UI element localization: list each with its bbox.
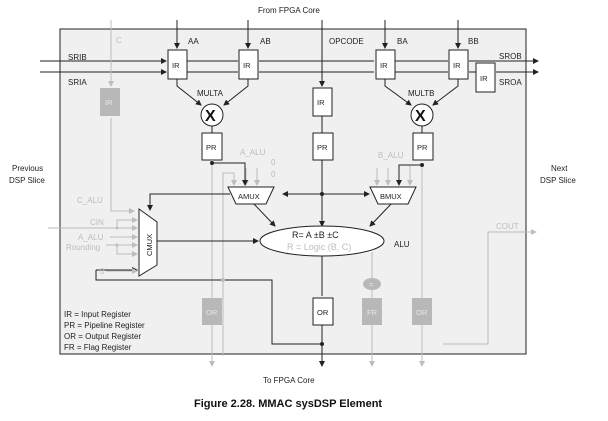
dsp-panel	[59, 28, 527, 355]
multa-pr-label: PR	[206, 143, 217, 152]
fr-label: FR	[367, 308, 378, 317]
a-or-label: OR	[206, 308, 218, 317]
a-output-register	[202, 298, 222, 325]
to-fpga-core-label: To FPGA Core	[263, 376, 315, 385]
opcode-pr-label: PR	[317, 143, 328, 152]
legend-fr: FR = Flag Register	[64, 343, 132, 352]
b-alu-label: B_ALU	[378, 151, 404, 160]
equal-compare	[363, 278, 381, 290]
alu-or-label: OR	[317, 308, 329, 317]
amux-zero-1: 0	[271, 158, 276, 167]
legend-ir: IR = Input Register	[64, 310, 131, 319]
multb-pr-label: PR	[417, 143, 428, 152]
b-or-label: OR	[416, 308, 428, 317]
ba-label: BA	[397, 37, 408, 46]
a-alu-cmux-label: A_ALU	[78, 233, 104, 242]
ab-label: AB	[260, 37, 271, 46]
ab-ir-label: IR	[243, 61, 251, 70]
cmux	[138, 208, 158, 277]
amux	[227, 186, 275, 205]
next-dsp-slice-line1: Next	[551, 164, 568, 173]
aa-label: AA	[188, 37, 199, 46]
c-ir-label: IR	[105, 98, 113, 107]
sroa-label: SROA	[499, 78, 522, 87]
c-alu-label: C_ALU	[77, 196, 103, 205]
sroa-input-register	[475, 62, 496, 93]
previous-dsp-slice-line1: Previous	[12, 164, 43, 173]
alu-label: ALU	[394, 240, 410, 249]
alu	[259, 225, 385, 257]
sroa-ir-label: IR	[480, 74, 488, 83]
aa-ir-label: IR	[172, 61, 180, 70]
a-alu-label: A_ALU	[240, 148, 266, 157]
multb-multiplier	[410, 103, 434, 127]
multa-multiplier	[200, 103, 224, 127]
ba-ir-label: IR	[380, 61, 388, 70]
bmux-label: BMUX	[380, 192, 402, 201]
b-output-register	[412, 298, 432, 325]
opcode-ir-label: IR	[317, 98, 325, 107]
next-dsp-slice-line2: DSP Slice	[540, 176, 576, 185]
amux-label: AMUX	[238, 192, 260, 201]
figure-caption: Figure 2.28. MMAC sysDSP Element	[194, 398, 382, 410]
srib-label: SRIB	[68, 53, 87, 62]
alu-equation-arith: R= A ±B ±C	[292, 230, 339, 240]
sria-label: SRIA	[68, 78, 87, 87]
multb-label: MULTB	[408, 89, 435, 98]
c-input-label: C	[116, 36, 122, 45]
previous-dsp-slice-line2: DSP Slice	[9, 176, 45, 185]
multa-label: MULTA	[197, 89, 224, 98]
cmux-zero-label: 0	[100, 267, 105, 276]
legend-or: OR = Output Register	[64, 332, 141, 341]
srob-label: SROB	[499, 52, 522, 61]
c-input-register	[100, 88, 120, 116]
bb-label: BB	[468, 37, 479, 46]
amux-zero-2: 0	[271, 170, 276, 179]
multb-x-icon: X	[415, 108, 426, 125]
cout-label: COUT	[496, 222, 519, 231]
multa-x-icon: X	[205, 108, 216, 125]
from-fpga-core-label: From FPGA Core	[258, 6, 320, 15]
opcode-pipeline-register	[312, 132, 334, 161]
bb-ir-label: IR	[453, 61, 461, 70]
cin-label: CIN	[90, 218, 104, 227]
alu-output-register	[312, 297, 334, 326]
alu-equation-logic: R = Logic (B, C)	[287, 242, 351, 252]
multb-pipeline-register	[412, 132, 434, 161]
bmux	[369, 186, 417, 205]
rounding-label: Rounding	[66, 243, 100, 252]
opcode-label: OPCODE	[329, 37, 364, 46]
cmux-label: CMUX	[145, 234, 154, 256]
flag-register	[362, 298, 382, 325]
legend-pr: PR = Pipeline Register	[64, 321, 145, 330]
equal-symbol: =	[369, 280, 374, 289]
